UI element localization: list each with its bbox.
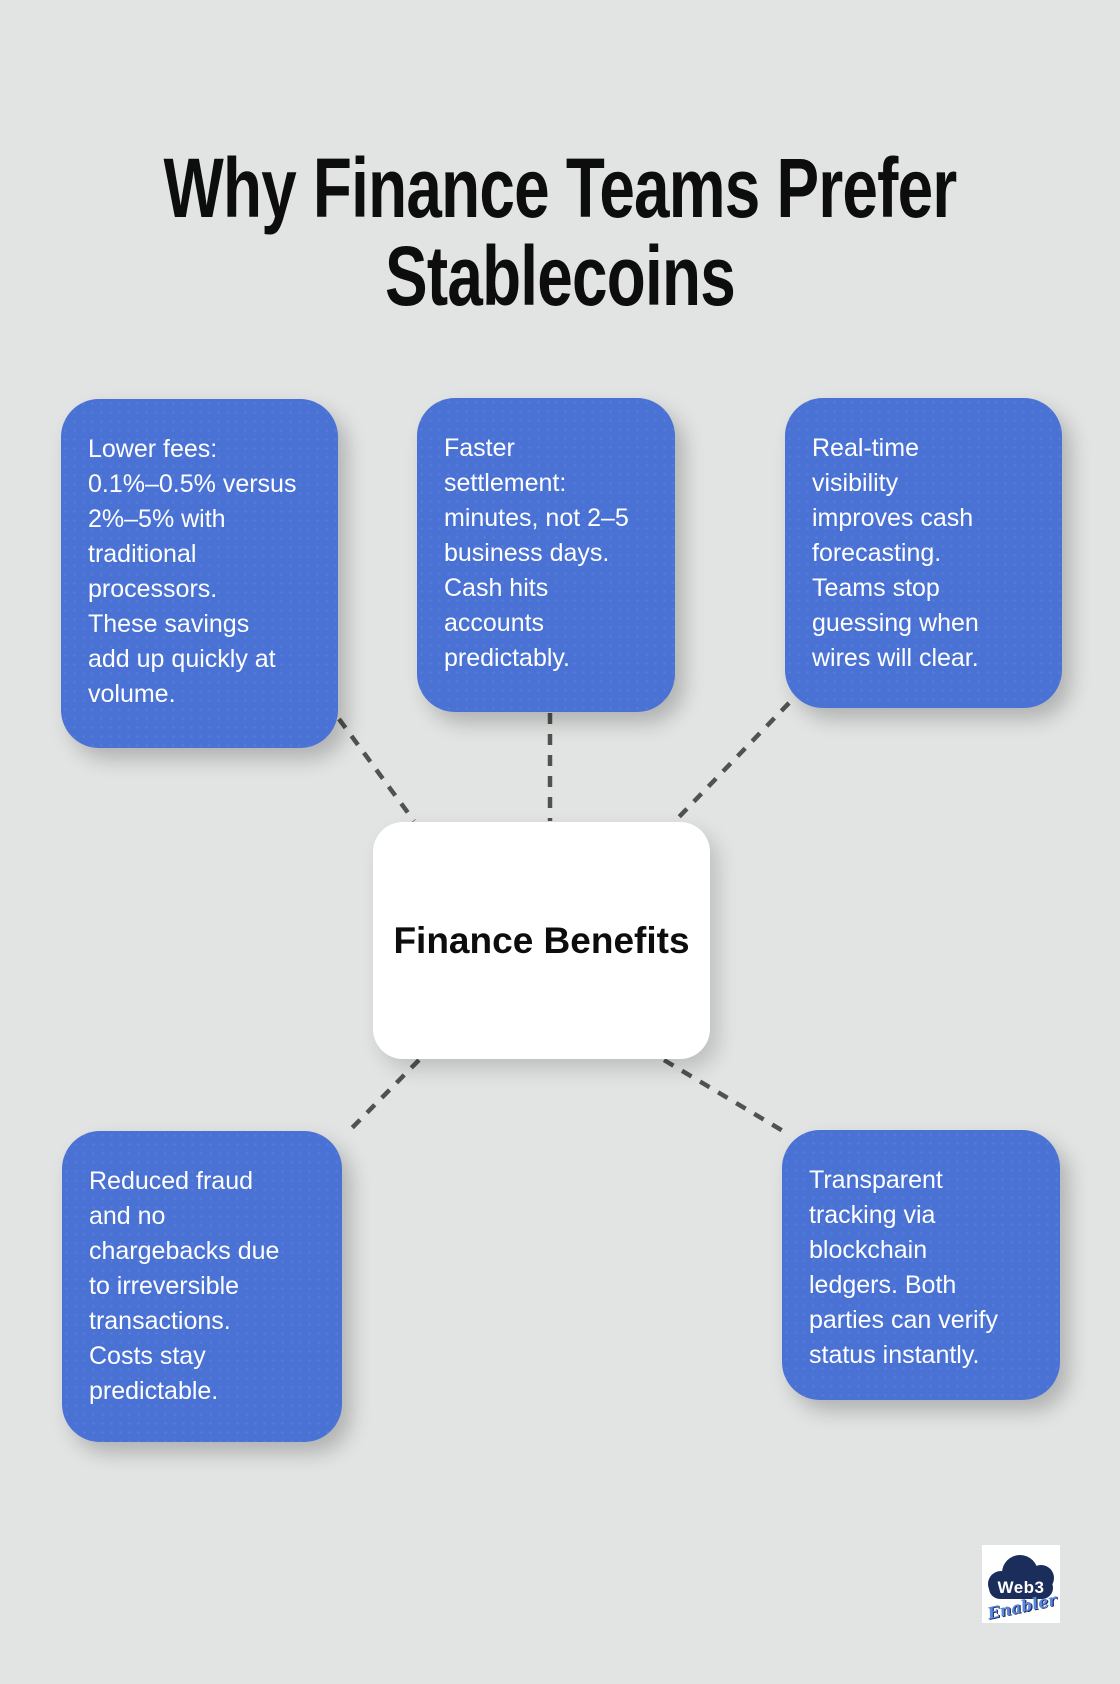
connector-real-time-visibility xyxy=(675,701,791,821)
central-topic-card: Finance Benefits xyxy=(373,822,710,1059)
cloud-body xyxy=(989,1577,1053,1599)
benefit-node-faster-settlement: Faster settlement: minutes, not 2–5 busi… xyxy=(417,398,675,712)
benefit-node-transparent-tracking: Transparent tracking via blockchain ledg… xyxy=(782,1130,1060,1400)
benefit-node-real-time-visibility: Real-time visibility improves cash forec… xyxy=(785,398,1062,708)
page-title: Why Finance Teams Prefer Stablecoins xyxy=(163,141,957,324)
cloud-icon: Web3 Enabler xyxy=(986,1555,1058,1623)
connector-lower-fees xyxy=(337,717,416,823)
web3-enabler-logo: Web3 Enabler xyxy=(982,1545,1060,1623)
connector-transparent-tracking xyxy=(662,1058,785,1133)
central-topic-label: Finance Benefits xyxy=(393,919,690,961)
benefit-node-lower-fees: Lower fees: 0.1%–0.5% versus 2%–5% with … xyxy=(61,399,338,748)
benefit-node-reduced-fraud: Reduced fraud and no chargebacks due to … xyxy=(62,1131,342,1442)
logo-brand-text: Web3 xyxy=(997,1578,1045,1597)
connector-reduced-fraud xyxy=(345,1058,421,1135)
